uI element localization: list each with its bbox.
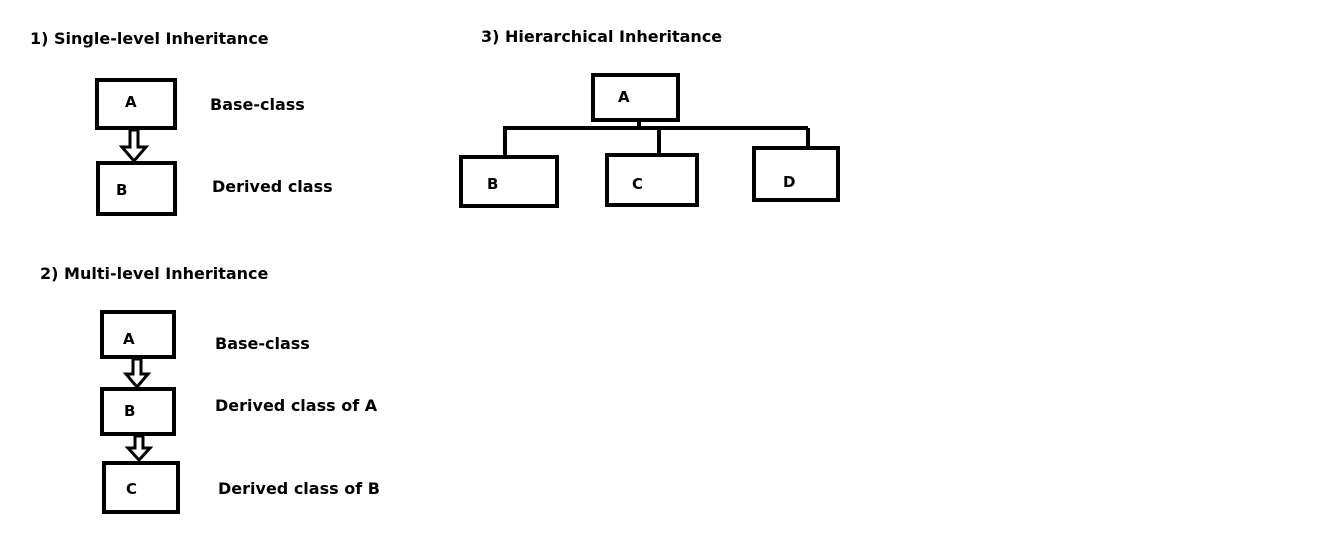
single-level-base-label: Base-class [210, 95, 305, 114]
multi-level-derived-b-label: Derived class of B [218, 479, 380, 498]
multi-level-box-b-label: B [124, 402, 135, 420]
single-level-box-b-label: B [116, 181, 127, 199]
single-level-heading: 1) Single-level Inheritance [30, 29, 269, 48]
single-level-section: 1) Single-level Inheritance A B Base-cla… [30, 29, 333, 216]
single-level-box-b: B [96, 161, 177, 216]
multi-level-arrow-a-b [122, 357, 152, 390]
multi-level-derived-a-label: Derived class of A [215, 396, 378, 415]
multi-level-heading: 2) Multi-level Inheritance [40, 264, 269, 283]
hierarchical-box-b: B [459, 155, 559, 208]
hierarchical-box-c-label: C [632, 175, 643, 193]
single-level-box-a: A [95, 78, 177, 130]
hierarchical-section: 3) Hierarchical Inheritance A B C D [459, 27, 840, 208]
hierarchical-box-d: D [752, 146, 840, 202]
hierarchical-box-d-label: D [783, 173, 795, 191]
hierarchical-heading: 3) Hierarchical Inheritance [481, 27, 722, 46]
hierarchical-box-c: C [605, 153, 699, 207]
hierarchical-box-a: A [591, 73, 680, 122]
multi-level-box-a-label: A [123, 330, 135, 348]
single-level-derived-label: Derived class [212, 177, 333, 196]
single-level-box-a-label: A [125, 93, 137, 111]
hierarchical-box-b-label: B [487, 175, 498, 193]
hierarchical-box-a-label: A [618, 88, 630, 106]
multi-level-base-label: Base-class [215, 334, 310, 353]
multi-level-section: 2) Multi-level Inheritance A B C Base-cl… [40, 264, 380, 514]
multi-level-box-c: C [102, 461, 180, 514]
multi-level-arrow-b-c [124, 434, 154, 463]
multi-level-box-c-label: C [126, 480, 137, 498]
multi-level-box-b: B [100, 387, 176, 436]
single-level-arrow [118, 128, 150, 164]
multi-level-box-a: A [100, 310, 176, 359]
